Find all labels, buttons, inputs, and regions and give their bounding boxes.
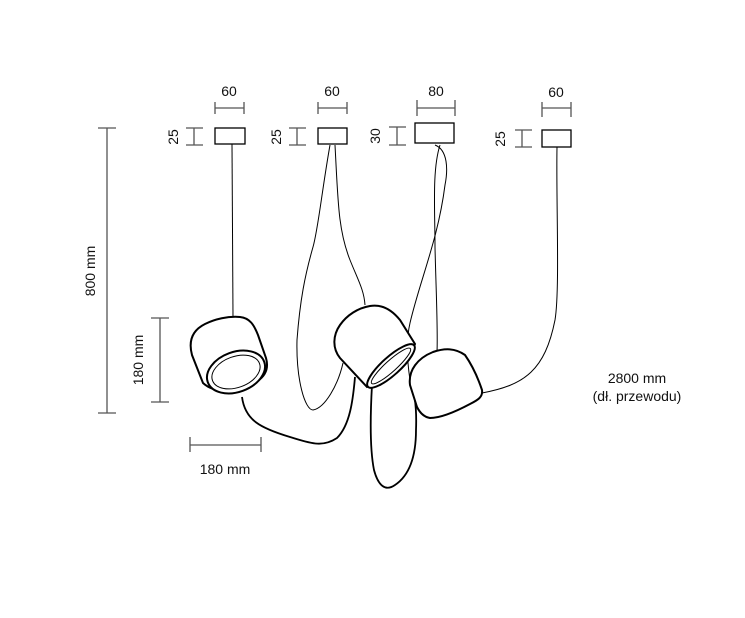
canopy-1-width-label: 60 bbox=[221, 83, 237, 99]
canopy-2-height-label: 25 bbox=[268, 129, 284, 145]
canopy-4 bbox=[541, 129, 572, 148]
lamp-3 bbox=[408, 348, 484, 420]
lamp-height-label: 180 mm bbox=[130, 335, 146, 386]
canopy-3-dimensions: 80 30 bbox=[367, 83, 456, 146]
canopy-3 bbox=[414, 122, 455, 144]
canopy-1-height-label: 25 bbox=[165, 129, 181, 145]
cable-length-annotation: 2800 mm (dł. przewodu) bbox=[593, 370, 682, 404]
total-height-label: 800 mm bbox=[82, 246, 98, 297]
canopy-1 bbox=[214, 127, 246, 145]
lamp-width-label: 180 mm bbox=[200, 461, 251, 477]
total-height-dimension: 800 mm bbox=[82, 127, 116, 414]
canopy-2-width-label: 60 bbox=[324, 83, 340, 99]
cables bbox=[231, 143, 559, 489]
cable-length-label: 2800 mm bbox=[608, 370, 666, 386]
lamp-width-dimension: 180 mm bbox=[189, 437, 262, 477]
canopy-2-dimensions: 60 25 bbox=[268, 83, 348, 146]
canopy-3-height-label: 30 bbox=[367, 128, 383, 144]
cable-length-note: (dł. przewodu) bbox=[593, 388, 682, 404]
canopy-4-dimensions: 60 25 bbox=[492, 84, 572, 148]
canopy-1-dimensions: 60 25 bbox=[165, 83, 245, 146]
canopy-2 bbox=[317, 127, 348, 145]
lamp-height-dimension: 180 mm bbox=[130, 317, 169, 403]
canopy-4-height-label: 25 bbox=[492, 131, 508, 147]
lamp-2 bbox=[333, 304, 417, 389]
canopy-4-width-label: 60 bbox=[548, 84, 564, 100]
canopy-3-width-label: 80 bbox=[428, 83, 444, 99]
lamp-1 bbox=[189, 315, 268, 395]
